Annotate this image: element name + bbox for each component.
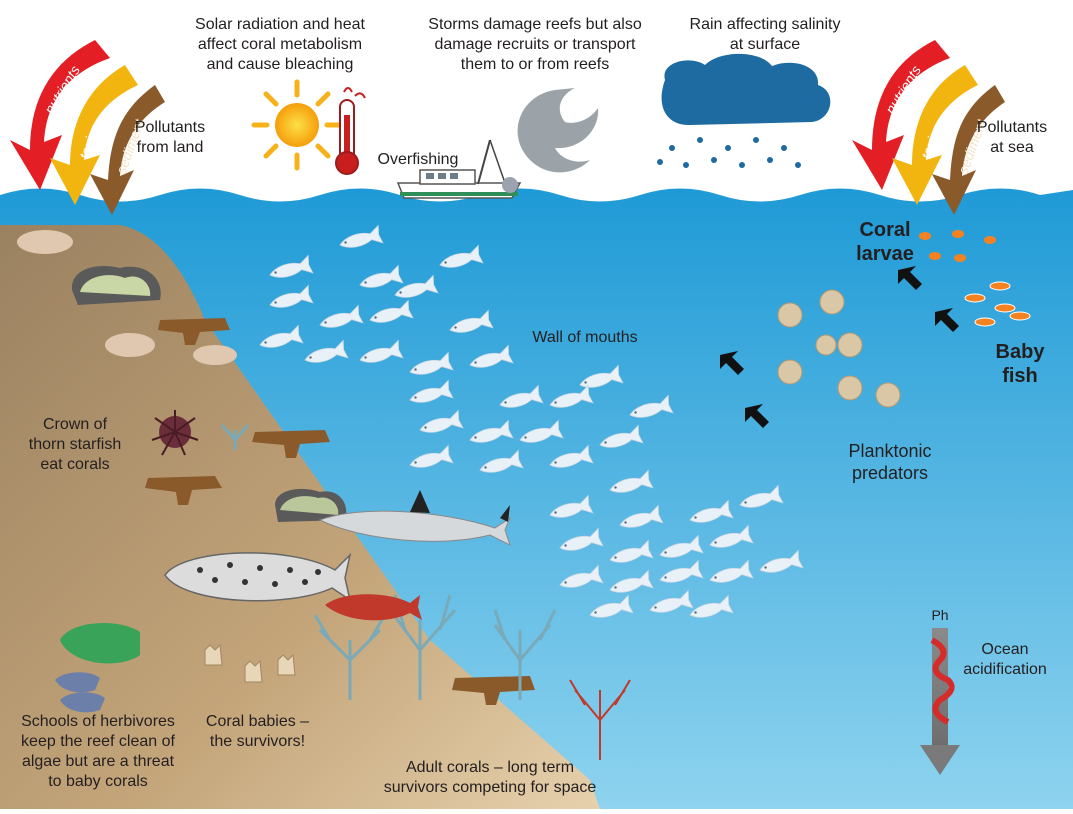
solar-radiation-label: Solar radiation and heat affect coral me… <box>180 15 380 75</box>
ocean-acidification-label: Ocean acidification <box>950 640 1060 680</box>
crown-of-thorns-label: Crown of thorn starfish eat corals <box>15 415 135 475</box>
herbivores-label: Schools of herbivores keep the reef clea… <box>8 712 188 792</box>
planktonic-predators-label: Planktonic predators <box>835 440 945 484</box>
baby-fish-label: Baby fish <box>980 340 1060 388</box>
overfishing-label: Overfishing <box>368 150 468 170</box>
coral-larvae-label: Coral larvae <box>840 218 930 266</box>
wall-of-mouths-label: Wall of mouths <box>505 328 665 348</box>
pollutants-at-sea-label: Pollutants at sea <box>962 118 1062 158</box>
coral-babies-label: Coral babies – the survivors! <box>195 712 320 752</box>
pollutants-from-land-label: Pollutants from land <box>120 118 220 158</box>
storms-label: Storms damage reefs but also damage recr… <box>415 15 655 75</box>
ph-label: Ph <box>915 605 965 625</box>
rain-salinity-label: Rain affecting salinity at surface <box>665 15 865 55</box>
adult-corals-label: Adult corals – long term survivors compe… <box>370 758 610 798</box>
sun-icon <box>254 82 340 168</box>
